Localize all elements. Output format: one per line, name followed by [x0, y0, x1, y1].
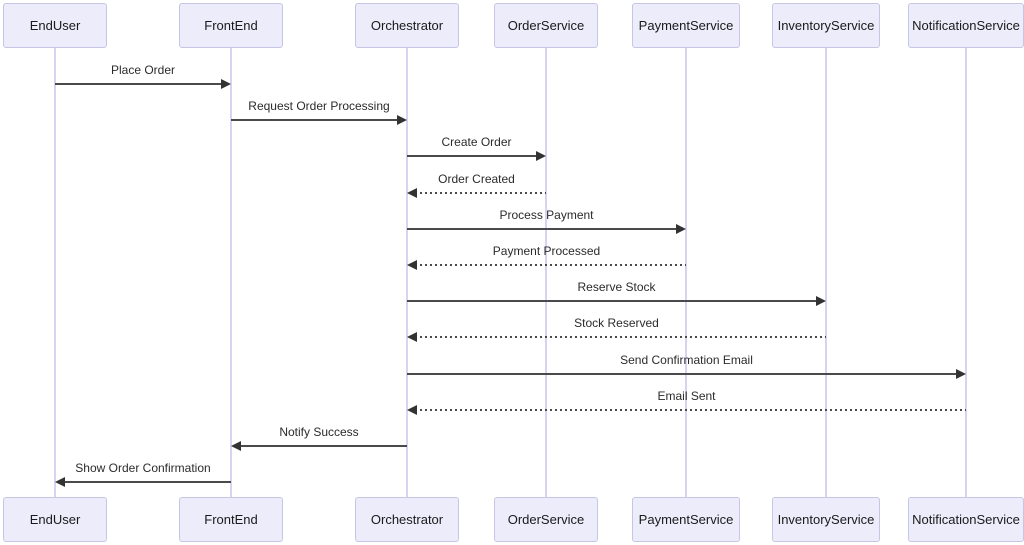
- message-arrowhead-icon: [956, 369, 966, 379]
- message-line: [407, 300, 818, 302]
- message-label: Reserve Stock: [577, 280, 656, 294]
- participant-box-bottom-frontend: FrontEnd: [179, 497, 283, 542]
- participant-box-bottom-orderservice: OrderService: [494, 497, 598, 542]
- lifeline-enduser: [54, 47, 56, 497]
- lifeline-inventoryservice: [825, 47, 827, 497]
- participant-box-bottom-inventoryservice: InventoryService: [772, 497, 880, 542]
- message-label: Create Order: [441, 135, 512, 149]
- participant-box-top-paymentservice: PaymentService: [632, 3, 740, 48]
- message-arrowhead-icon: [407, 332, 417, 342]
- participant-box-top-notificationservice: NotificationService: [908, 3, 1024, 48]
- message-arrowhead-icon: [231, 441, 241, 451]
- message-line: [239, 445, 407, 447]
- lifeline-notificationservice: [965, 47, 967, 497]
- participant-box-top-orderservice: OrderService: [494, 3, 598, 48]
- message-arrowhead-icon: [816, 296, 826, 306]
- message-line: [55, 83, 223, 85]
- message-line: [407, 228, 678, 230]
- lifeline-orderservice: [545, 47, 547, 497]
- participant-box-bottom-enduser: EndUser: [3, 497, 107, 542]
- message-label: Process Payment: [499, 208, 594, 222]
- lifeline-orchestrator: [406, 47, 408, 497]
- participant-box-top-orchestrator: Orchestrator: [355, 3, 459, 48]
- message-arrowhead-icon: [55, 477, 65, 487]
- message-label: Request Order Processing: [248, 99, 390, 113]
- participant-box-top-frontend: FrontEnd: [179, 3, 283, 48]
- message-arrowhead-icon: [676, 224, 686, 234]
- message-line: [415, 409, 966, 411]
- participant-box-top-enduser: EndUser: [3, 3, 107, 48]
- message-label: Email Sent: [657, 389, 716, 403]
- message-arrowhead-icon: [407, 188, 417, 198]
- lifeline-frontend: [230, 47, 232, 497]
- message-arrowhead-icon: [536, 151, 546, 161]
- message-arrowhead-icon: [407, 405, 417, 415]
- message-label: Notify Success: [279, 425, 359, 439]
- message-line: [63, 481, 231, 483]
- message-label: Send Confirmation Email: [620, 353, 753, 367]
- message-label: Payment Processed: [492, 244, 601, 258]
- participant-box-bottom-orchestrator: Orchestrator: [355, 497, 459, 542]
- participant-box-bottom-notificationservice: NotificationService: [908, 497, 1024, 542]
- message-line: [407, 373, 958, 375]
- message-label: Order Created: [438, 172, 515, 186]
- message-label: Show Order Confirmation: [75, 461, 211, 475]
- message-line: [415, 336, 826, 338]
- message-line: [415, 192, 546, 194]
- message-arrowhead-icon: [397, 115, 407, 125]
- message-arrowhead-icon: [407, 260, 417, 270]
- message-line: [407, 155, 538, 157]
- participant-box-top-inventoryservice: InventoryService: [772, 3, 880, 48]
- message-label: Place Order: [110, 63, 176, 77]
- participant-box-bottom-paymentservice: PaymentService: [632, 497, 740, 542]
- message-line: [231, 119, 399, 121]
- lifeline-paymentservice: [685, 47, 687, 497]
- message-arrowhead-icon: [221, 79, 231, 89]
- message-line: [415, 264, 686, 266]
- message-label: Stock Reserved: [574, 316, 659, 330]
